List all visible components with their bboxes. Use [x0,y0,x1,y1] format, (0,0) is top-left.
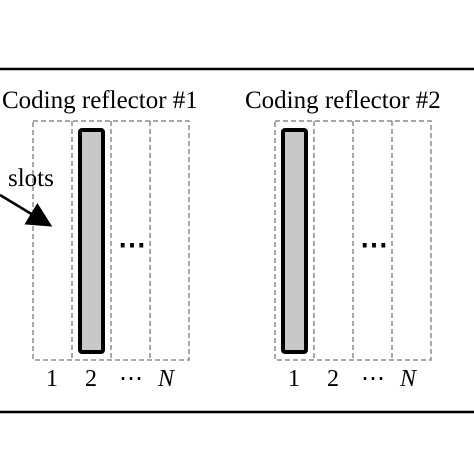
reflector-1-slot-grid [32,120,190,361]
reflector-2-slot-label-2: 2 [327,366,339,392]
reflector-1-slot-label-n: N [158,366,175,392]
reflector-2-slot-label-n: N [400,366,417,392]
reflector-2-slot-grid [274,120,432,361]
reflector-1-inner-ellipsis: ⋯ [118,230,146,261]
reflector-2-title: Coding reflector #2 [245,87,441,114]
reflector-1-title: Coding reflector #1 [2,87,198,114]
reflector-1-slot-boundary [32,120,190,361]
reflector-1-slot-label-2: 2 [85,366,97,392]
reflector-2-slot-boundary [274,120,432,361]
reflector-1-slot-label-1: 1 [46,366,58,392]
slots-arrow [0,193,53,227]
reflector-2-inner-ellipsis: ⋯ [360,230,388,261]
reflector-2-slot-label-1: 1 [288,366,300,392]
reflector-2-element [281,128,308,354]
reflector-2-slot-label-ellipsis: ⋯ [361,366,385,392]
reflector-1-slot-label-ellipsis: ⋯ [119,366,143,392]
reflector-1-element [78,128,105,354]
slots-label: slots [8,165,54,192]
